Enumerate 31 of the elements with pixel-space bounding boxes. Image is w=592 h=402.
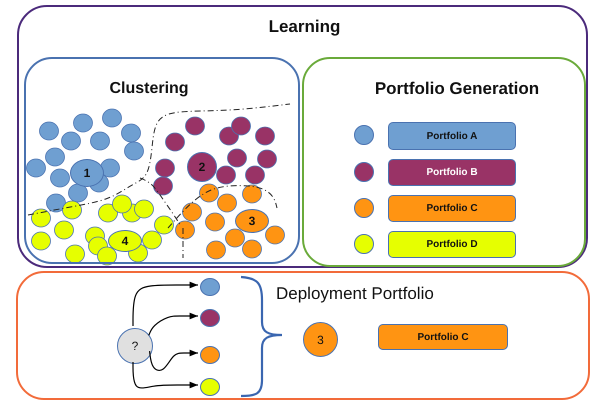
question-circle: ? xyxy=(117,328,153,364)
panel-title: Clustering xyxy=(108,80,190,98)
cluster-center-circle: 1 xyxy=(70,159,104,187)
portfolio-box: Portfolio A xyxy=(388,122,516,150)
cluster-circle: 3 xyxy=(303,322,338,357)
deployment-panel xyxy=(16,271,590,400)
cluster-center-circle: 2 xyxy=(187,152,217,182)
panel-title: Portfolio Generation xyxy=(374,79,540,99)
cluster-center-circle: 4 xyxy=(108,230,142,252)
arrow xyxy=(132,362,198,389)
arrow xyxy=(148,312,198,336)
color-circle xyxy=(200,278,220,296)
clustering-panel xyxy=(24,57,300,264)
portfolio-generation-panel xyxy=(302,57,586,267)
panel-title: Learning xyxy=(268,17,342,37)
arrow xyxy=(132,282,198,326)
color-circle xyxy=(354,125,374,145)
color-circle xyxy=(200,309,220,327)
cluster-center-circle: 3 xyxy=(235,209,269,233)
learning-panel xyxy=(17,5,588,268)
portfolio-box: Portfolio C xyxy=(378,324,508,350)
color-circle xyxy=(354,162,374,182)
portfolio-box: Portfolio B xyxy=(388,159,516,186)
color-circle xyxy=(200,346,220,364)
arrow xyxy=(148,350,198,371)
color-circle xyxy=(200,378,220,396)
portfolio-box: Portfolio D xyxy=(388,231,516,258)
color-circle xyxy=(354,234,374,254)
portfolio-box: Portfolio C xyxy=(388,195,516,222)
color-circle xyxy=(354,198,374,218)
panel-title: Deployment Portfolio xyxy=(276,284,435,304)
